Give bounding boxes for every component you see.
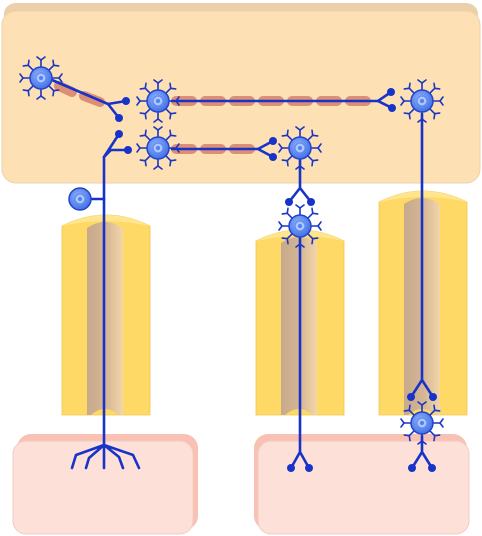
synaptic-terminal bbox=[428, 464, 436, 472]
synaptic-terminal bbox=[307, 198, 315, 206]
tissue-columns bbox=[61, 190, 468, 416]
synaptic-terminal bbox=[407, 393, 415, 401]
neuron-cns-left bbox=[19, 56, 63, 100]
synaptic-terminal bbox=[388, 104, 396, 112]
neurons bbox=[19, 56, 444, 445]
neuron-second-row bbox=[136, 126, 180, 170]
synaptic-terminal bbox=[124, 146, 132, 154]
synaptic-terminal bbox=[115, 114, 123, 122]
synaptic-terminal bbox=[269, 153, 277, 161]
synaptic-terminal bbox=[285, 198, 293, 206]
neuron-top-long bbox=[136, 79, 180, 123]
synaptic-terminal bbox=[287, 464, 295, 472]
myelin-segment bbox=[79, 91, 105, 107]
neuron-right-lower bbox=[400, 401, 444, 445]
synaptic-terminal bbox=[408, 464, 416, 472]
synaptic-terminal bbox=[122, 97, 130, 105]
synaptic-terminal bbox=[305, 464, 313, 472]
neuron-middle-upper bbox=[278, 126, 322, 170]
terminal-fan bbox=[70, 443, 141, 470]
synaptic-terminal bbox=[115, 130, 123, 138]
peripheral-target-left bbox=[12, 434, 198, 535]
synaptic-terminals bbox=[115, 88, 437, 472]
neuron-middle-ganglion bbox=[278, 204, 322, 248]
column-left bbox=[61, 214, 151, 416]
axon-left-upper-branch bbox=[102, 132, 121, 159]
neuron-left-ganglion bbox=[68, 187, 92, 211]
myelin-segment bbox=[54, 81, 77, 97]
peripheral-target-right bbox=[254, 434, 470, 535]
neuron-right-upper bbox=[400, 79, 444, 123]
synaptic-terminal bbox=[387, 88, 395, 96]
synaptic-terminal bbox=[269, 137, 277, 145]
synaptic-terminal bbox=[429, 393, 437, 401]
